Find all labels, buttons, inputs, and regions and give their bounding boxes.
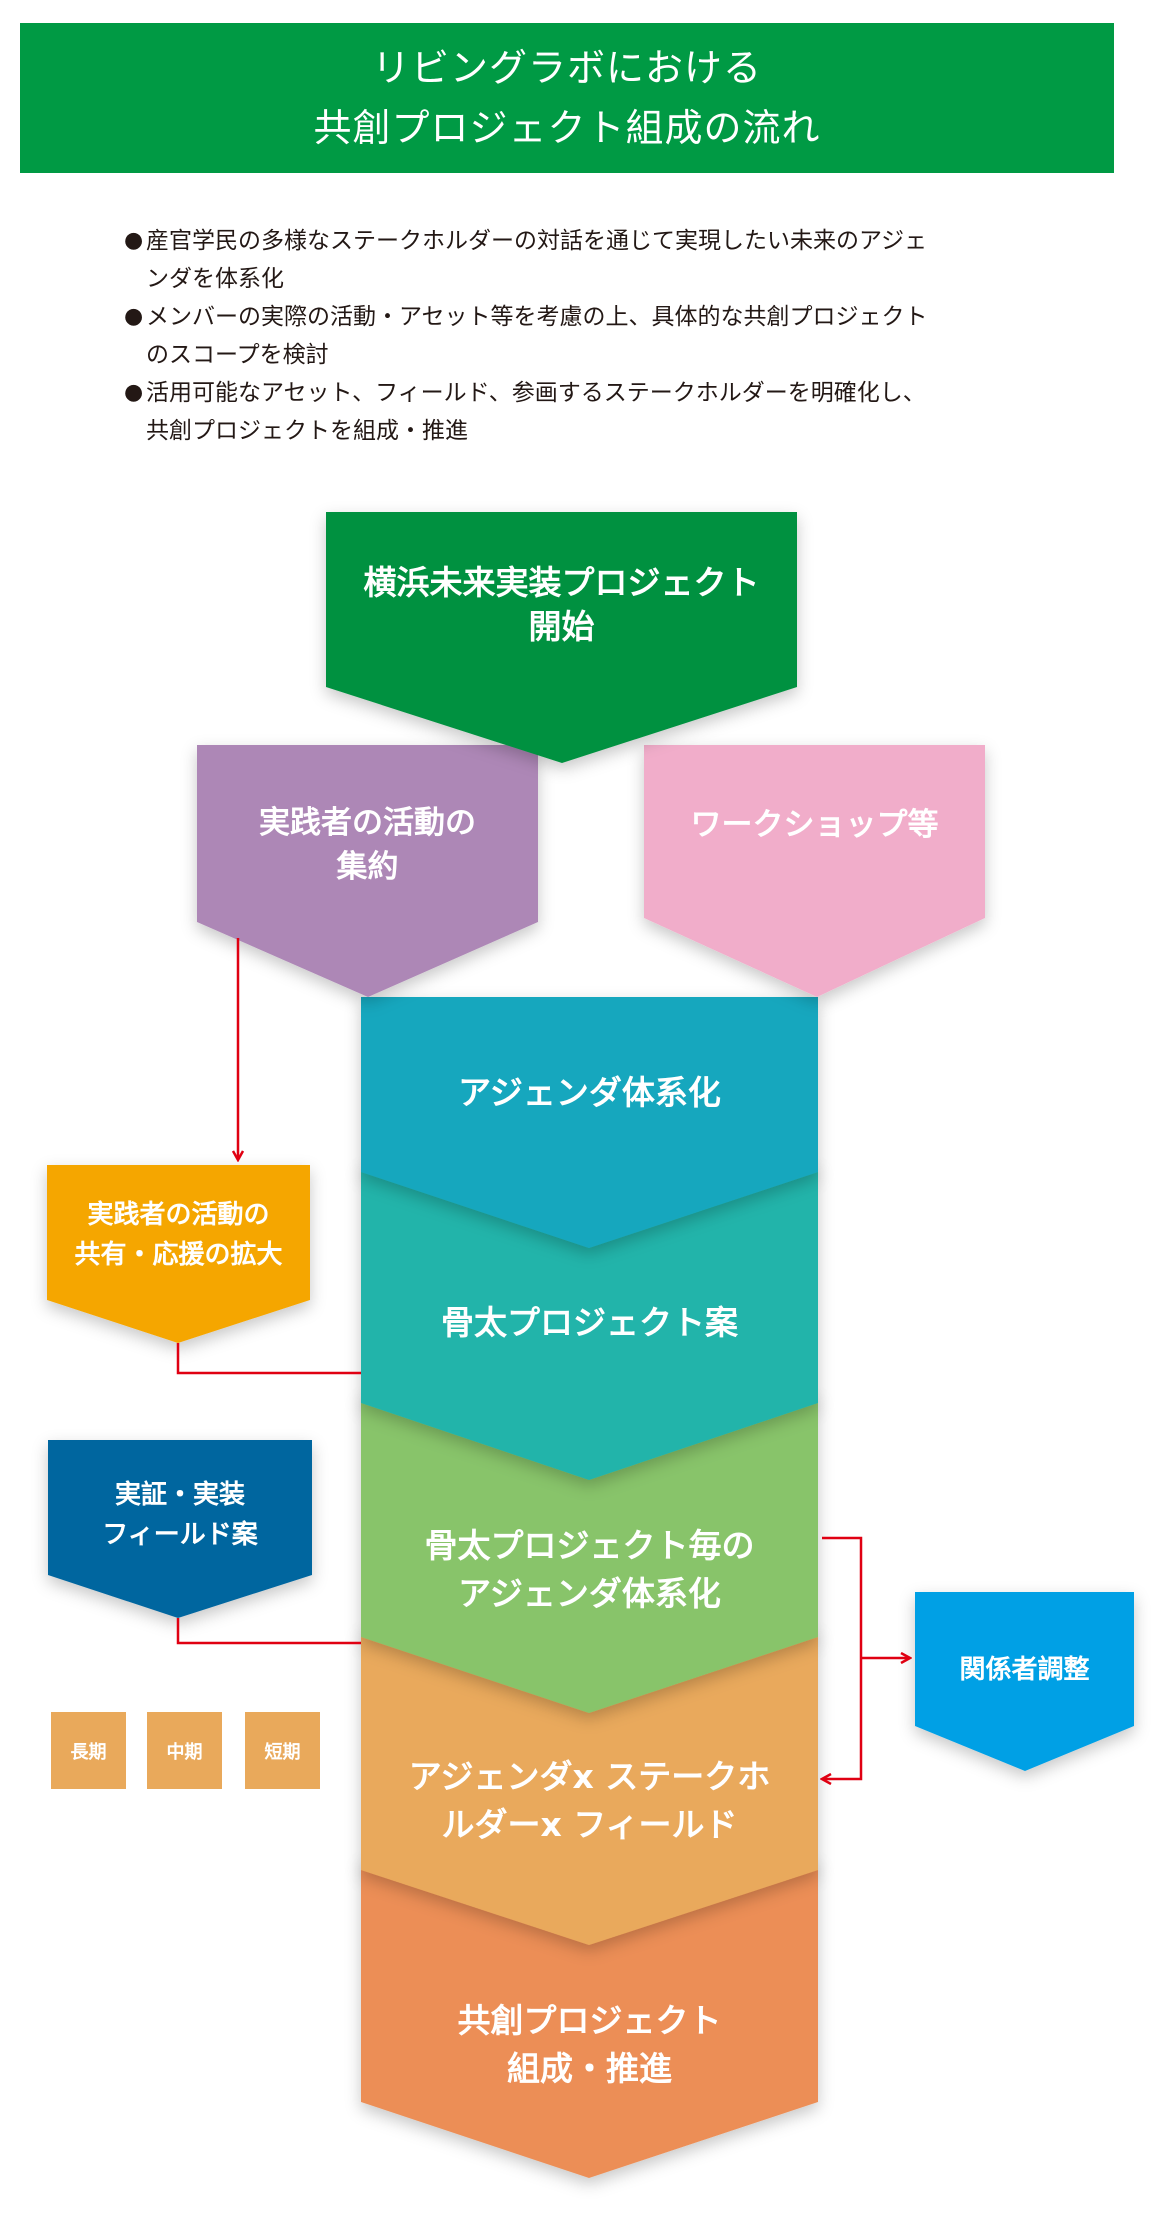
step-1-shape xyxy=(361,997,818,1248)
step-5-shape xyxy=(361,1860,818,2178)
bullet-text: 共創プロジェクトを組成・推進 xyxy=(146,418,468,444)
title-banner: リビングラボにおける 共創プロジェクト組成の流れ xyxy=(20,23,1114,173)
step-3-shape xyxy=(361,1395,818,1713)
input-left-label: 実践者の活動の 集約 xyxy=(259,805,476,885)
step-1-label: アジェンダ体系化 xyxy=(458,1073,721,1112)
connector-bracket xyxy=(822,1536,863,1779)
step-3-label: 骨太プロジェクト毎の アジェンダ体系化 xyxy=(424,1526,755,1613)
connectors xyxy=(176,938,910,1779)
term-label-mid: 中期 xyxy=(166,1741,203,1763)
side-left-1-label: 実践者の活動の 共有・応援の拡大 xyxy=(74,1200,283,1270)
summary-bullets: ● 産官学民の多様なステークホルダーの対話を通じて実現したい未来のアジェンダを体… xyxy=(124,222,1044,450)
start-label: 横浜未来実装プロジェクト 開始 xyxy=(363,563,760,646)
term-box-long xyxy=(51,1712,126,1789)
bullet-text: ンダを体系化 xyxy=(146,266,284,292)
input-right-shape xyxy=(644,745,985,997)
input-left-shape xyxy=(197,745,538,997)
bullet-text: メンバーの実際の活動・アセット等を考慮の上、具体的な共創プロジェクト xyxy=(146,304,928,330)
connector-share-to-step2 xyxy=(176,1343,361,1375)
side-left-2-shape xyxy=(48,1440,312,1618)
bullet-item: ● 産官学民の多様なステークホルダーの対話を通じて実現したい未来のアジェンダを体… xyxy=(124,222,1044,298)
bullet-text: 産官学民の多様なステークホルダーの対話を通じて実現したい未来のアジェ xyxy=(146,228,928,254)
term-label-short: 短期 xyxy=(264,1741,301,1763)
side-right-shape xyxy=(915,1592,1134,1771)
side-left-2-label: 実証・実装 フィールド案 xyxy=(102,1480,258,1550)
side-left-1-shape xyxy=(47,1165,310,1343)
bullet-text: のスコープを検討 xyxy=(146,342,329,368)
start-shape xyxy=(326,512,797,763)
bullet-item: ● メンバーの実際の活動・アセット等を考慮の上、具体的な共創プロジェクトのスコー… xyxy=(124,298,1044,374)
bullet-dot-icon: ● xyxy=(124,228,144,253)
connector-field-to-step3 xyxy=(176,1618,361,1645)
step-2-shape xyxy=(361,1165,818,1480)
term-box-mid xyxy=(147,1712,222,1789)
bullet-text: 活用可能なアセット、フィールド、参画するステークホルダーを明確化し、 xyxy=(146,380,926,406)
title-line-1: リビングラボにおける xyxy=(371,46,762,90)
input-right-label: ワークショップ等 xyxy=(690,807,939,843)
step-4-label: アジェンダx ステークホ ルダーx フィールド xyxy=(408,1757,771,1844)
step-5-label: 共創プロジェクト 組成・推進 xyxy=(457,2001,722,2088)
term-label-long: 長期 xyxy=(70,1741,107,1763)
bullet-dot-icon: ● xyxy=(124,304,144,329)
term-box-short xyxy=(245,1712,320,1789)
side-right-label: 関係者調整 xyxy=(959,1654,1090,1685)
title-line-2: 共創プロジェクト組成の流れ xyxy=(313,106,821,150)
step-4-shape xyxy=(361,1630,818,1945)
step-2-label: 骨太プロジェクト案 xyxy=(441,1303,738,1342)
bullet-item: ● 活用可能なアセット、フィールド、参画するステークホルダーを明確化し、共創プロ… xyxy=(124,374,1044,450)
bullet-dot-icon: ● xyxy=(124,380,144,405)
